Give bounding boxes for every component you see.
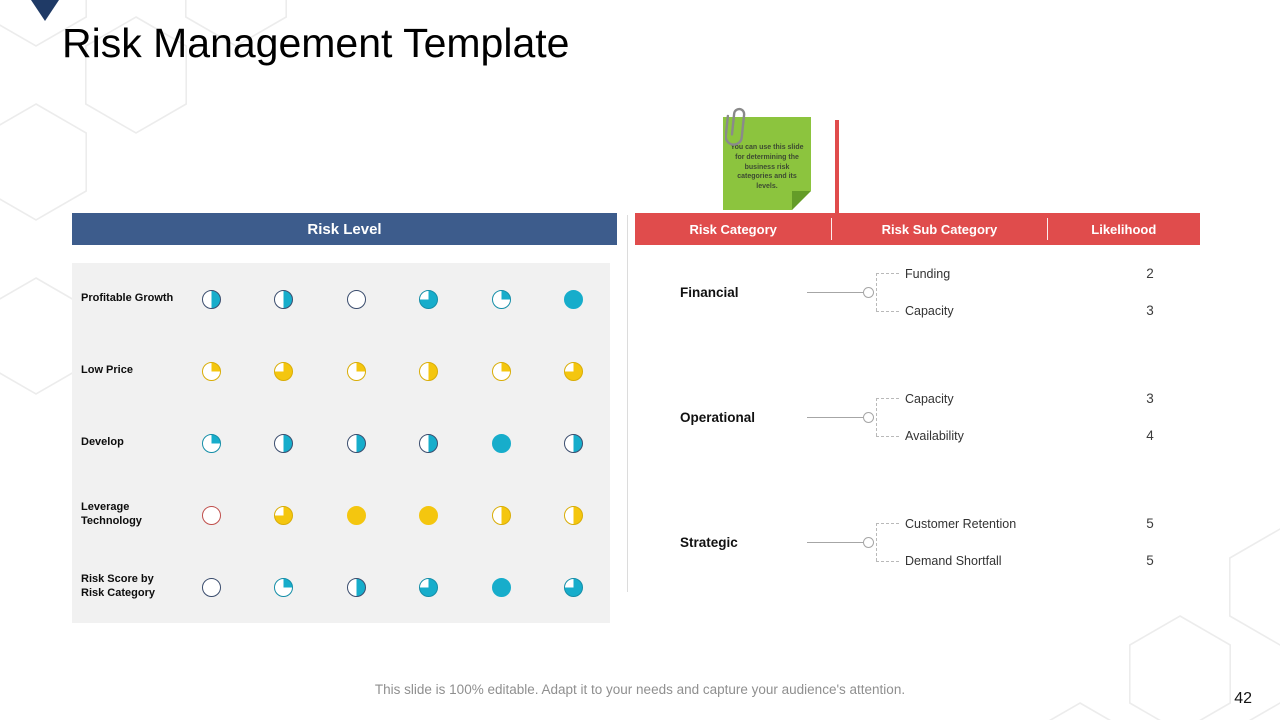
harvey-ball-icon	[201, 505, 221, 525]
harvey-ball-icon	[491, 361, 511, 381]
sub-category-name: Capacity	[905, 391, 954, 406]
harvey-ball-icon	[201, 577, 221, 597]
sub-category-name: Demand Shortfall	[905, 553, 1002, 568]
sub-category-name: Availability	[905, 428, 964, 443]
harvey-ball-icon	[419, 505, 439, 525]
category-label: Strategic	[680, 534, 738, 550]
panel-divider	[627, 215, 628, 592]
branch-connector	[807, 505, 901, 579]
harvey-ball-icon	[419, 577, 439, 597]
likelihood-value: 4	[1146, 428, 1154, 443]
harvey-ball-icon	[564, 289, 584, 309]
likelihood-value: 2	[1146, 266, 1154, 281]
risk-row-low-price: Low Price	[72, 335, 610, 407]
harvey-ball-icon	[419, 433, 439, 453]
sub-category-name: Funding	[905, 266, 951, 281]
column-separator	[1046, 218, 1048, 240]
harvey-ball-icon	[564, 361, 584, 381]
risk-row-label: Develop	[81, 436, 124, 449]
harvey-ball-icon	[491, 505, 511, 525]
harvey-ball-icon	[346, 433, 366, 453]
column-header-risk-category: Risk Category	[689, 221, 777, 237]
harvey-ball-icon	[274, 505, 294, 525]
risk-row-label: Low Price	[81, 364, 133, 377]
risk-table-header: Risk Category Risk Sub Category Likeliho…	[635, 213, 1200, 245]
footer-note: This slide is 100% editable. Adapt it to…	[374, 682, 906, 697]
risk-row-profitable-growth: Profitable Growth	[72, 263, 610, 335]
risk-level-header-label: Risk Level	[307, 220, 382, 238]
category-row-strategic: Strategic Customer Retention 5 Demand Sh…	[635, 505, 1200, 579]
sub-row: Capacity 3	[901, 292, 1200, 329]
harvey-ball-icon	[491, 289, 511, 309]
harvey-ball-icon	[346, 577, 366, 597]
corner-accent-triangle	[31, 0, 59, 21]
sub-category-name: Capacity	[905, 303, 954, 318]
category-label: Operational	[680, 409, 756, 425]
risk-row-label: Risk Score by Risk Category	[81, 573, 155, 599]
sub-category-list: Funding 2 Capacity 3	[901, 255, 1200, 329]
risk-level-header: Risk Level	[72, 213, 617, 245]
category-label: Financial	[680, 284, 739, 300]
harvey-ball-icon	[274, 361, 294, 381]
risk-row-label: Profitable Growth	[81, 292, 174, 305]
risk-row-risk-score: Risk Score by Risk Category	[72, 551, 610, 623]
branch-connector	[807, 380, 901, 454]
category-row-financial: Financial Funding 2 Capacity 3	[635, 255, 1200, 329]
paperclip-icon	[725, 107, 746, 146]
harvey-ball-icon	[419, 289, 439, 309]
harvey-ball-icon	[491, 433, 511, 453]
harvey-ball-icon	[564, 433, 584, 453]
risk-level-matrix: Profitable Growth Low Price Develop	[72, 263, 610, 623]
harvey-ball-icon	[564, 505, 584, 525]
harvey-ball-icon	[346, 505, 366, 525]
sticky-note-text: You can use this slide for determining t…	[730, 144, 804, 191]
page-title: Risk Management Template	[62, 20, 570, 66]
harvey-ball-group	[175, 433, 610, 453]
sticky-note-fold	[792, 191, 811, 210]
harvey-ball-group	[175, 289, 610, 309]
harvey-ball-icon	[201, 433, 221, 453]
harvey-ball-icon	[346, 361, 366, 381]
harvey-ball-icon	[274, 289, 294, 309]
likelihood-value: 5	[1146, 553, 1154, 568]
likelihood-value: 3	[1146, 303, 1154, 318]
branch-connector	[807, 255, 901, 329]
likelihood-value: 3	[1146, 391, 1154, 406]
sub-category-list: Customer Retention 5 Demand Shortfall 5	[901, 505, 1200, 579]
risk-row-label: Leverage Technology	[81, 501, 142, 527]
harvey-ball-icon	[201, 289, 221, 309]
harvey-ball-icon	[564, 577, 584, 597]
sub-row: Availability 4	[901, 417, 1200, 454]
sub-row: Funding 2	[901, 255, 1200, 292]
sub-category-list: Capacity 3 Availability 4	[901, 380, 1200, 454]
harvey-ball-group	[175, 361, 610, 381]
harvey-ball-group	[175, 577, 610, 597]
harvey-ball-group	[175, 505, 610, 525]
harvey-ball-icon	[201, 361, 221, 381]
harvey-ball-icon	[491, 577, 511, 597]
column-header-risk-sub-category: Risk Sub Category	[881, 221, 998, 237]
harvey-ball-icon	[274, 433, 294, 453]
column-header-likelihood: Likelihood	[1091, 221, 1157, 237]
red-accent-line	[835, 120, 839, 213]
sub-row: Customer Retention 5	[901, 505, 1200, 542]
harvey-ball-icon	[274, 577, 294, 597]
column-separator	[831, 218, 833, 240]
risk-table-body: Financial Funding 2 Capacity 3 Operation…	[635, 255, 1200, 630]
risk-row-leverage-technology: Leverage Technology	[72, 479, 610, 551]
harvey-ball-icon	[346, 289, 366, 309]
risk-row-develop: Develop	[72, 407, 610, 479]
category-row-operational: Operational Capacity 3 Availability 4	[635, 380, 1200, 454]
sub-category-name: Customer Retention	[905, 516, 1017, 531]
page-number: 42	[1234, 690, 1252, 707]
sub-row: Capacity 3	[901, 380, 1200, 417]
sub-row: Demand Shortfall 5	[901, 542, 1200, 579]
harvey-ball-icon	[419, 361, 439, 381]
likelihood-value: 5	[1146, 516, 1154, 531]
